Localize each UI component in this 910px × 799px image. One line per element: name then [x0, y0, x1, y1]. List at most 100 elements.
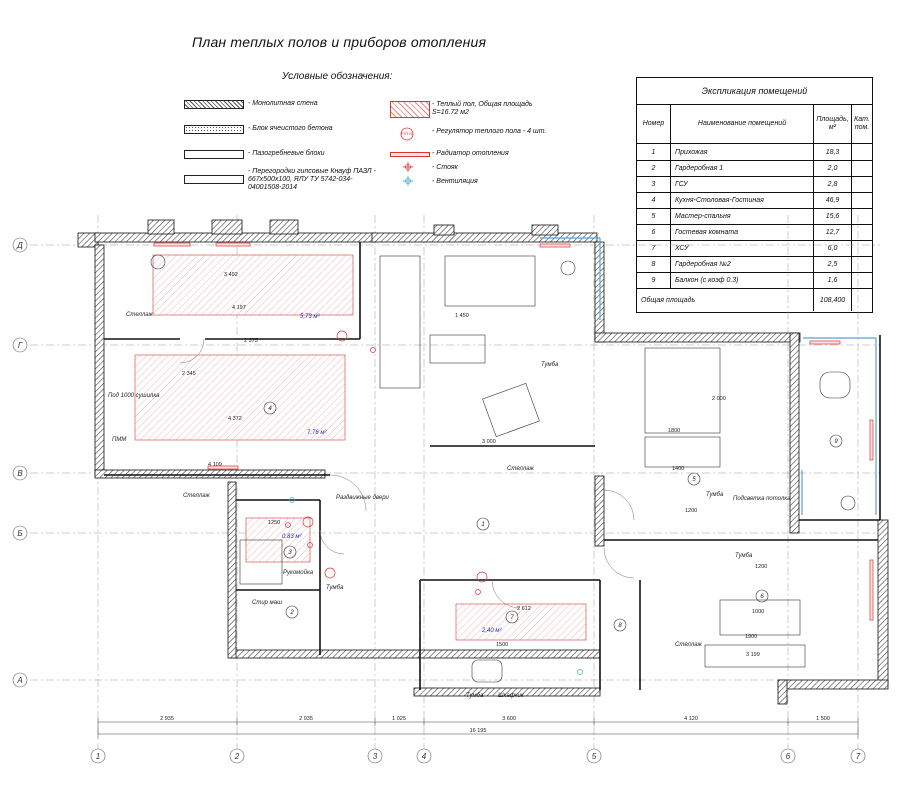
room-name: Кухня-Столовая-Гостиная: [671, 192, 814, 208]
guest-bed: [719, 599, 801, 636]
dim-bed-1800: 1800: [668, 428, 680, 434]
room-name: Гардеробная 1: [671, 160, 814, 176]
axis-numbers: 1 2 3 4 5 6 7: [90, 748, 866, 764]
label-tumba-bath: Тумба: [466, 693, 484, 699]
room-num: 8: [637, 256, 671, 272]
explication-header-row: Номер Наименование помещений Площадь, м²…: [637, 105, 872, 144]
room-area: 46,9: [814, 192, 852, 208]
axis-number-5: 5: [592, 752, 597, 761]
dim-hall-3000: 3 000: [482, 439, 496, 445]
swatch-warm-floor: [390, 101, 430, 118]
legend-item-gypsum: - Перегородки гипсовые Кнауф ПАЗЛ - 667х…: [248, 168, 376, 191]
axis-letter-a: А: [16, 676, 22, 685]
axis-number-4: 4: [422, 752, 427, 761]
label-stellazh-kitchen: Стеллаж: [126, 312, 154, 318]
armchair: [482, 382, 540, 438]
dim-bench-1400: 1400: [672, 466, 684, 472]
dim-kitchen-2345: 2 345: [182, 371, 196, 377]
label-tumba-wc: Тумба: [326, 585, 344, 591]
room-num: 2: [637, 160, 671, 176]
room-number-2: 2: [289, 610, 294, 616]
room-num: 9: [637, 272, 671, 288]
label-stirmash: Стир маш: [252, 600, 282, 606]
label-stellazh-guest: Стеллаж: [675, 642, 703, 648]
label-sliding-doors: Раздвижные двери: [336, 495, 390, 501]
regulators: [302, 330, 488, 583]
dim-guest-3199: 3 199: [746, 652, 760, 658]
room-num: 6: [637, 224, 671, 240]
label-tumba-bedroom: Тумба: [706, 492, 724, 498]
plant-kitchen: [150, 254, 166, 270]
room-area: 18,3: [814, 144, 852, 160]
dim-kitchen-2375: 2 375: [244, 338, 258, 344]
partitions: [104, 242, 881, 690]
legend-item-vent: - Вентиляция: [432, 178, 478, 185]
dim-guest-1900: 1900: [745, 634, 757, 640]
regulator-icon-label: РТП 01: [401, 132, 413, 136]
room-number-4: 4: [268, 406, 272, 412]
total-label: Общая площадь: [637, 289, 814, 311]
header-num: Номер: [637, 105, 671, 143]
bathtub-sink: [471, 659, 503, 683]
dim-overall: 16 195: [470, 728, 487, 734]
warm-floor-zone-room4-upper: [152, 254, 354, 316]
bottom-dimension-chain: [97, 718, 859, 738]
axis-number-1: 1: [96, 752, 100, 761]
room-name: Балкон (с коэф 0.3): [671, 272, 814, 288]
dim-shower-1250: 1250: [268, 520, 280, 526]
header-cat: Кат. пом.: [854, 116, 870, 131]
header-area: Площадь, м²: [814, 105, 852, 143]
room-num: 4: [637, 192, 671, 208]
room-name: ХСУ: [671, 240, 814, 256]
legend-item-warm-floor: - Теплый пол, Общая площадь S=16.72 м2: [432, 101, 533, 116]
room-numbers: 1 2 3 4 5 6 7 8 9: [263, 401, 843, 632]
balcony-chair: [819, 371, 851, 399]
furniture: [150, 254, 856, 683]
swatch-gypsum: [184, 175, 244, 184]
axis-number-2: 2: [234, 752, 240, 761]
page-title: План теплых полов и приборов отопления: [192, 34, 487, 50]
floor-area-4: 2,40 м²: [481, 628, 502, 634]
axis-letter-d: Д: [16, 241, 23, 250]
legend-item-tongue-groove: - Пазогребневые блоки: [248, 150, 325, 157]
dim-bed-2000: 2 000: [712, 396, 726, 402]
room-number-8: 8: [618, 623, 622, 629]
dim-bedroom-1200: 1200: [685, 508, 697, 514]
dim-guest-1200: 1200: [755, 564, 767, 570]
shower: [239, 539, 283, 585]
axis-letter-g: Г: [18, 341, 23, 350]
bed: [644, 347, 721, 434]
explication-table: Экспликация помещений Номер Наименование…: [636, 77, 873, 313]
axis-bubble-v: [12, 465, 28, 481]
room-num: 1: [637, 144, 671, 160]
room-area: 2,5: [814, 256, 852, 272]
header-name: Наименование помещений: [671, 105, 814, 143]
risers: [285, 347, 481, 595]
outer-walls: [77, 219, 889, 705]
label-sushka: Под 1000 сушилка: [108, 393, 160, 399]
label-stellazh-corridor: Стеллаж: [183, 493, 211, 499]
legend-item-monolith: - Монолитная стена: [248, 100, 318, 107]
legend-heading: Условные обозначения:: [282, 71, 393, 82]
dim-axis-2-3: 2 935: [299, 716, 313, 722]
room-num: 5: [637, 208, 671, 224]
floor-area-1: 5,73 м²: [300, 314, 320, 320]
room-area: 1,6: [814, 272, 852, 288]
label-stellazh-hall: Стеллаж: [507, 466, 535, 472]
room-num: 3: [637, 176, 671, 192]
dim-kitchen-4372: 4 372: [228, 416, 242, 422]
room-number-7: 7: [510, 615, 514, 621]
floor-area-3: 0,83 м²: [282, 534, 302, 540]
axis-letters: Д Г В Б А: [12, 237, 28, 688]
riser-icon: [403, 162, 413, 172]
room-number-1: 1: [481, 522, 484, 528]
doors: [179, 338, 635, 609]
total-value: 108,400: [814, 289, 852, 311]
axis-letter-b: Б: [17, 529, 22, 538]
